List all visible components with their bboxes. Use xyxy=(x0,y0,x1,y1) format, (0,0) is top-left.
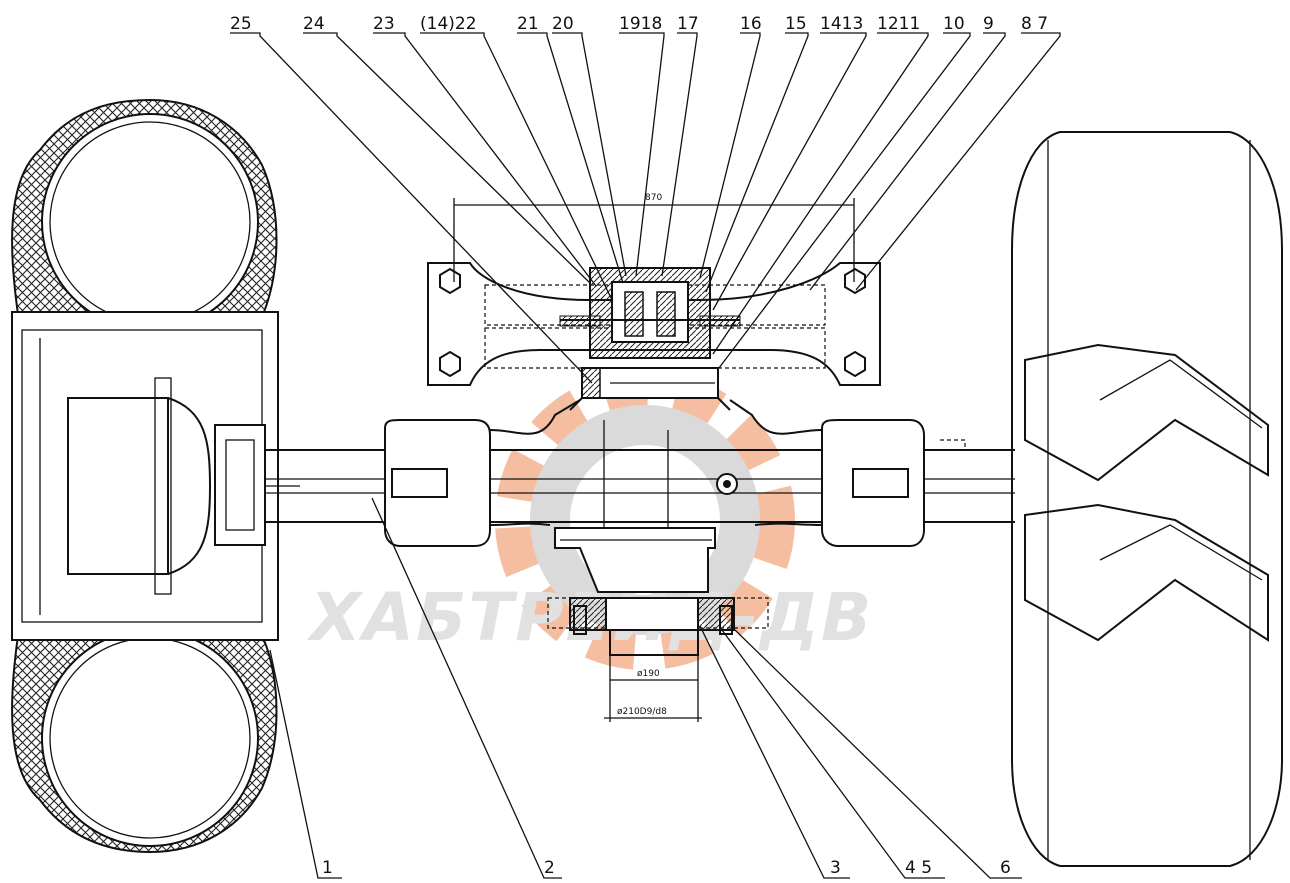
callout-3: 3 xyxy=(830,858,841,878)
callout-8-7: 8 7 xyxy=(1021,14,1048,34)
callout-4-5: 4 5 xyxy=(905,858,932,878)
bolt-bottom-left xyxy=(439,350,461,378)
dimensions: 870 ø190 ø210D9/d8 xyxy=(453,193,855,722)
callouts-top: 25 24 23 (14)22 21 20 1918 17 16 15 1413… xyxy=(230,14,1061,384)
callout-20: 20 xyxy=(552,14,574,34)
bottom-flange-right xyxy=(697,597,735,631)
callout-17: 17 xyxy=(677,14,699,34)
callout-24: 24 xyxy=(303,14,325,34)
right-tire-tread-upper xyxy=(1024,343,1269,482)
right-axle-boss xyxy=(821,419,925,547)
left-axle-boss xyxy=(384,419,491,547)
right-wheel xyxy=(1011,131,1283,867)
callout-14-22: (14)22 xyxy=(420,14,477,34)
bolt-top-left xyxy=(439,267,461,295)
bolt-bottom-right xyxy=(844,350,866,378)
bolt-top-right xyxy=(844,267,866,295)
callout-25: 25 xyxy=(230,14,252,34)
callout-14-13: 1413 xyxy=(820,14,863,34)
axle-beam xyxy=(265,399,1015,547)
callout-2: 2 xyxy=(544,858,555,878)
callout-19-18: 1918 xyxy=(619,14,662,34)
callout-23: 23 xyxy=(373,14,395,34)
bottom-flange-left xyxy=(569,597,607,631)
callout-6: 6 xyxy=(1000,858,1011,878)
left-hub-flange xyxy=(214,424,266,546)
left-tire-top-bore xyxy=(41,113,259,331)
dimension-fit: ø210D9/d8 xyxy=(617,707,667,717)
callout-9: 9 xyxy=(983,14,994,34)
callout-10: 10 xyxy=(943,14,965,34)
watermark: ХАБТРЕЙД-ДВ xyxy=(306,370,871,670)
dimension-span: 870 xyxy=(645,193,662,203)
callout-12-11: 1211 xyxy=(877,14,920,34)
callout-16: 16 xyxy=(740,14,762,34)
callouts-bottom: 1 2 3 4 5 6 xyxy=(269,497,1022,879)
central-pivot-assembly xyxy=(427,262,881,656)
lower-housing xyxy=(554,527,716,593)
callout-1: 1 xyxy=(322,858,333,878)
right-tire-outline xyxy=(1011,131,1283,867)
left-wheel xyxy=(11,98,300,854)
dimension-bore: ø190 xyxy=(637,669,660,679)
right-tire-tread-lower xyxy=(1024,503,1269,642)
left-tire-bottom-bore xyxy=(41,629,259,847)
callout-21: 21 xyxy=(517,14,539,34)
callout-15: 15 xyxy=(785,14,807,34)
left-hub xyxy=(67,397,169,575)
